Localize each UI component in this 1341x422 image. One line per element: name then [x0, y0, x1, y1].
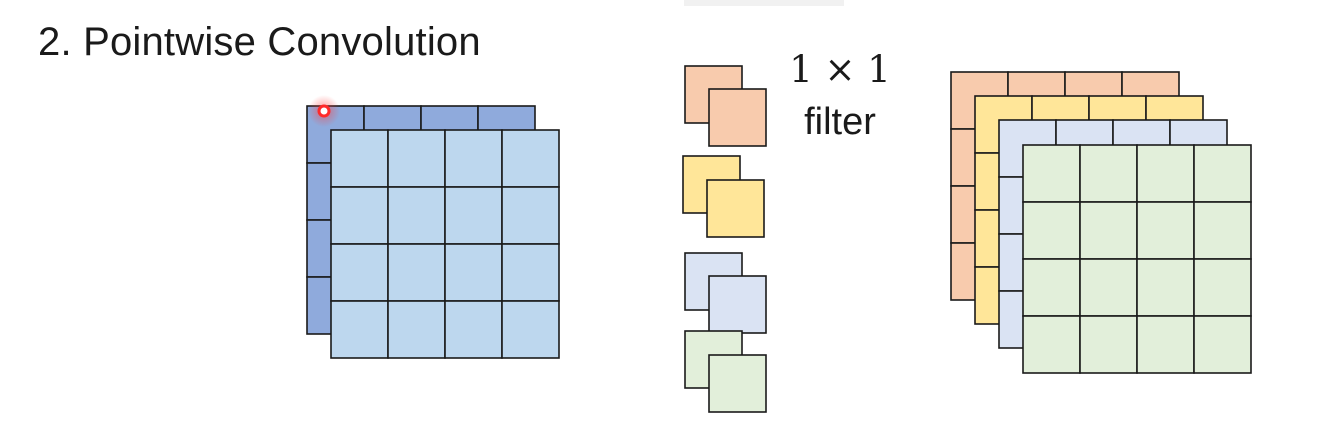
cursor-indicator [308, 95, 340, 127]
output-feature-map [950, 71, 1252, 374]
cursor-dot [317, 104, 331, 118]
slide-title: 2. Pointwise Convolution [38, 20, 481, 64]
input-channel-front-cell [330, 300, 389, 359]
input-feature-map [306, 105, 560, 359]
filter-blue [684, 252, 767, 334]
output-channel-green-cell [1079, 315, 1138, 374]
output-channel-green-cell [1136, 201, 1195, 260]
output-channel-green-cell [1193, 144, 1252, 203]
input-channel-front-cell [444, 243, 503, 302]
output-channel-green-cell [1136, 144, 1195, 203]
output-channel-green-cell [1079, 258, 1138, 317]
filter-red-front [708, 88, 767, 147]
input-channel-front-cell [330, 243, 389, 302]
output-channel-green-cell [1136, 258, 1195, 317]
output-channel-green [1022, 144, 1252, 374]
filter-size-text: 1 × 1 [789, 48, 891, 91]
input-channel-front-cell [387, 243, 446, 302]
filter-label: 1 × 1 filter [784, 44, 896, 148]
slide-top-artifact [684, 0, 844, 6]
input-channel-front-cell [387, 186, 446, 245]
filter-yellow [682, 155, 765, 238]
output-channel-green-cell [1079, 144, 1138, 203]
input-channel-front-cell [501, 300, 560, 359]
output-channel-green-cell [1193, 315, 1252, 374]
output-channel-green-cell [1193, 201, 1252, 260]
input-channel-front-cell [387, 300, 446, 359]
filter-word-text: filter [804, 101, 876, 143]
input-channel-front-cell [330, 186, 389, 245]
input-channel-front-cell [387, 129, 446, 188]
filter-yellow-front [706, 179, 765, 238]
filter-red [684, 65, 767, 147]
input-channel-front-cell [444, 129, 503, 188]
output-channel-green-cell [1022, 258, 1081, 317]
output-channel-green-cell [1136, 315, 1195, 374]
input-channel-front [330, 129, 560, 359]
filter-green [684, 330, 767, 413]
filter-blue-front [708, 275, 767, 334]
output-channel-green-cell [1022, 201, 1081, 260]
output-channel-green-cell [1022, 315, 1081, 374]
input-channel-front-cell [501, 186, 560, 245]
input-channel-front-cell [444, 186, 503, 245]
input-channel-front-cell [501, 243, 560, 302]
output-channel-green-cell [1079, 201, 1138, 260]
filter-stack [682, 65, 767, 413]
filter-green-front [708, 354, 767, 413]
output-channel-green-cell [1193, 258, 1252, 317]
output-channel-green-cell [1022, 144, 1081, 203]
input-channel-front-cell [501, 129, 560, 188]
input-channel-front-cell [444, 300, 503, 359]
input-channel-front-cell [330, 129, 389, 188]
